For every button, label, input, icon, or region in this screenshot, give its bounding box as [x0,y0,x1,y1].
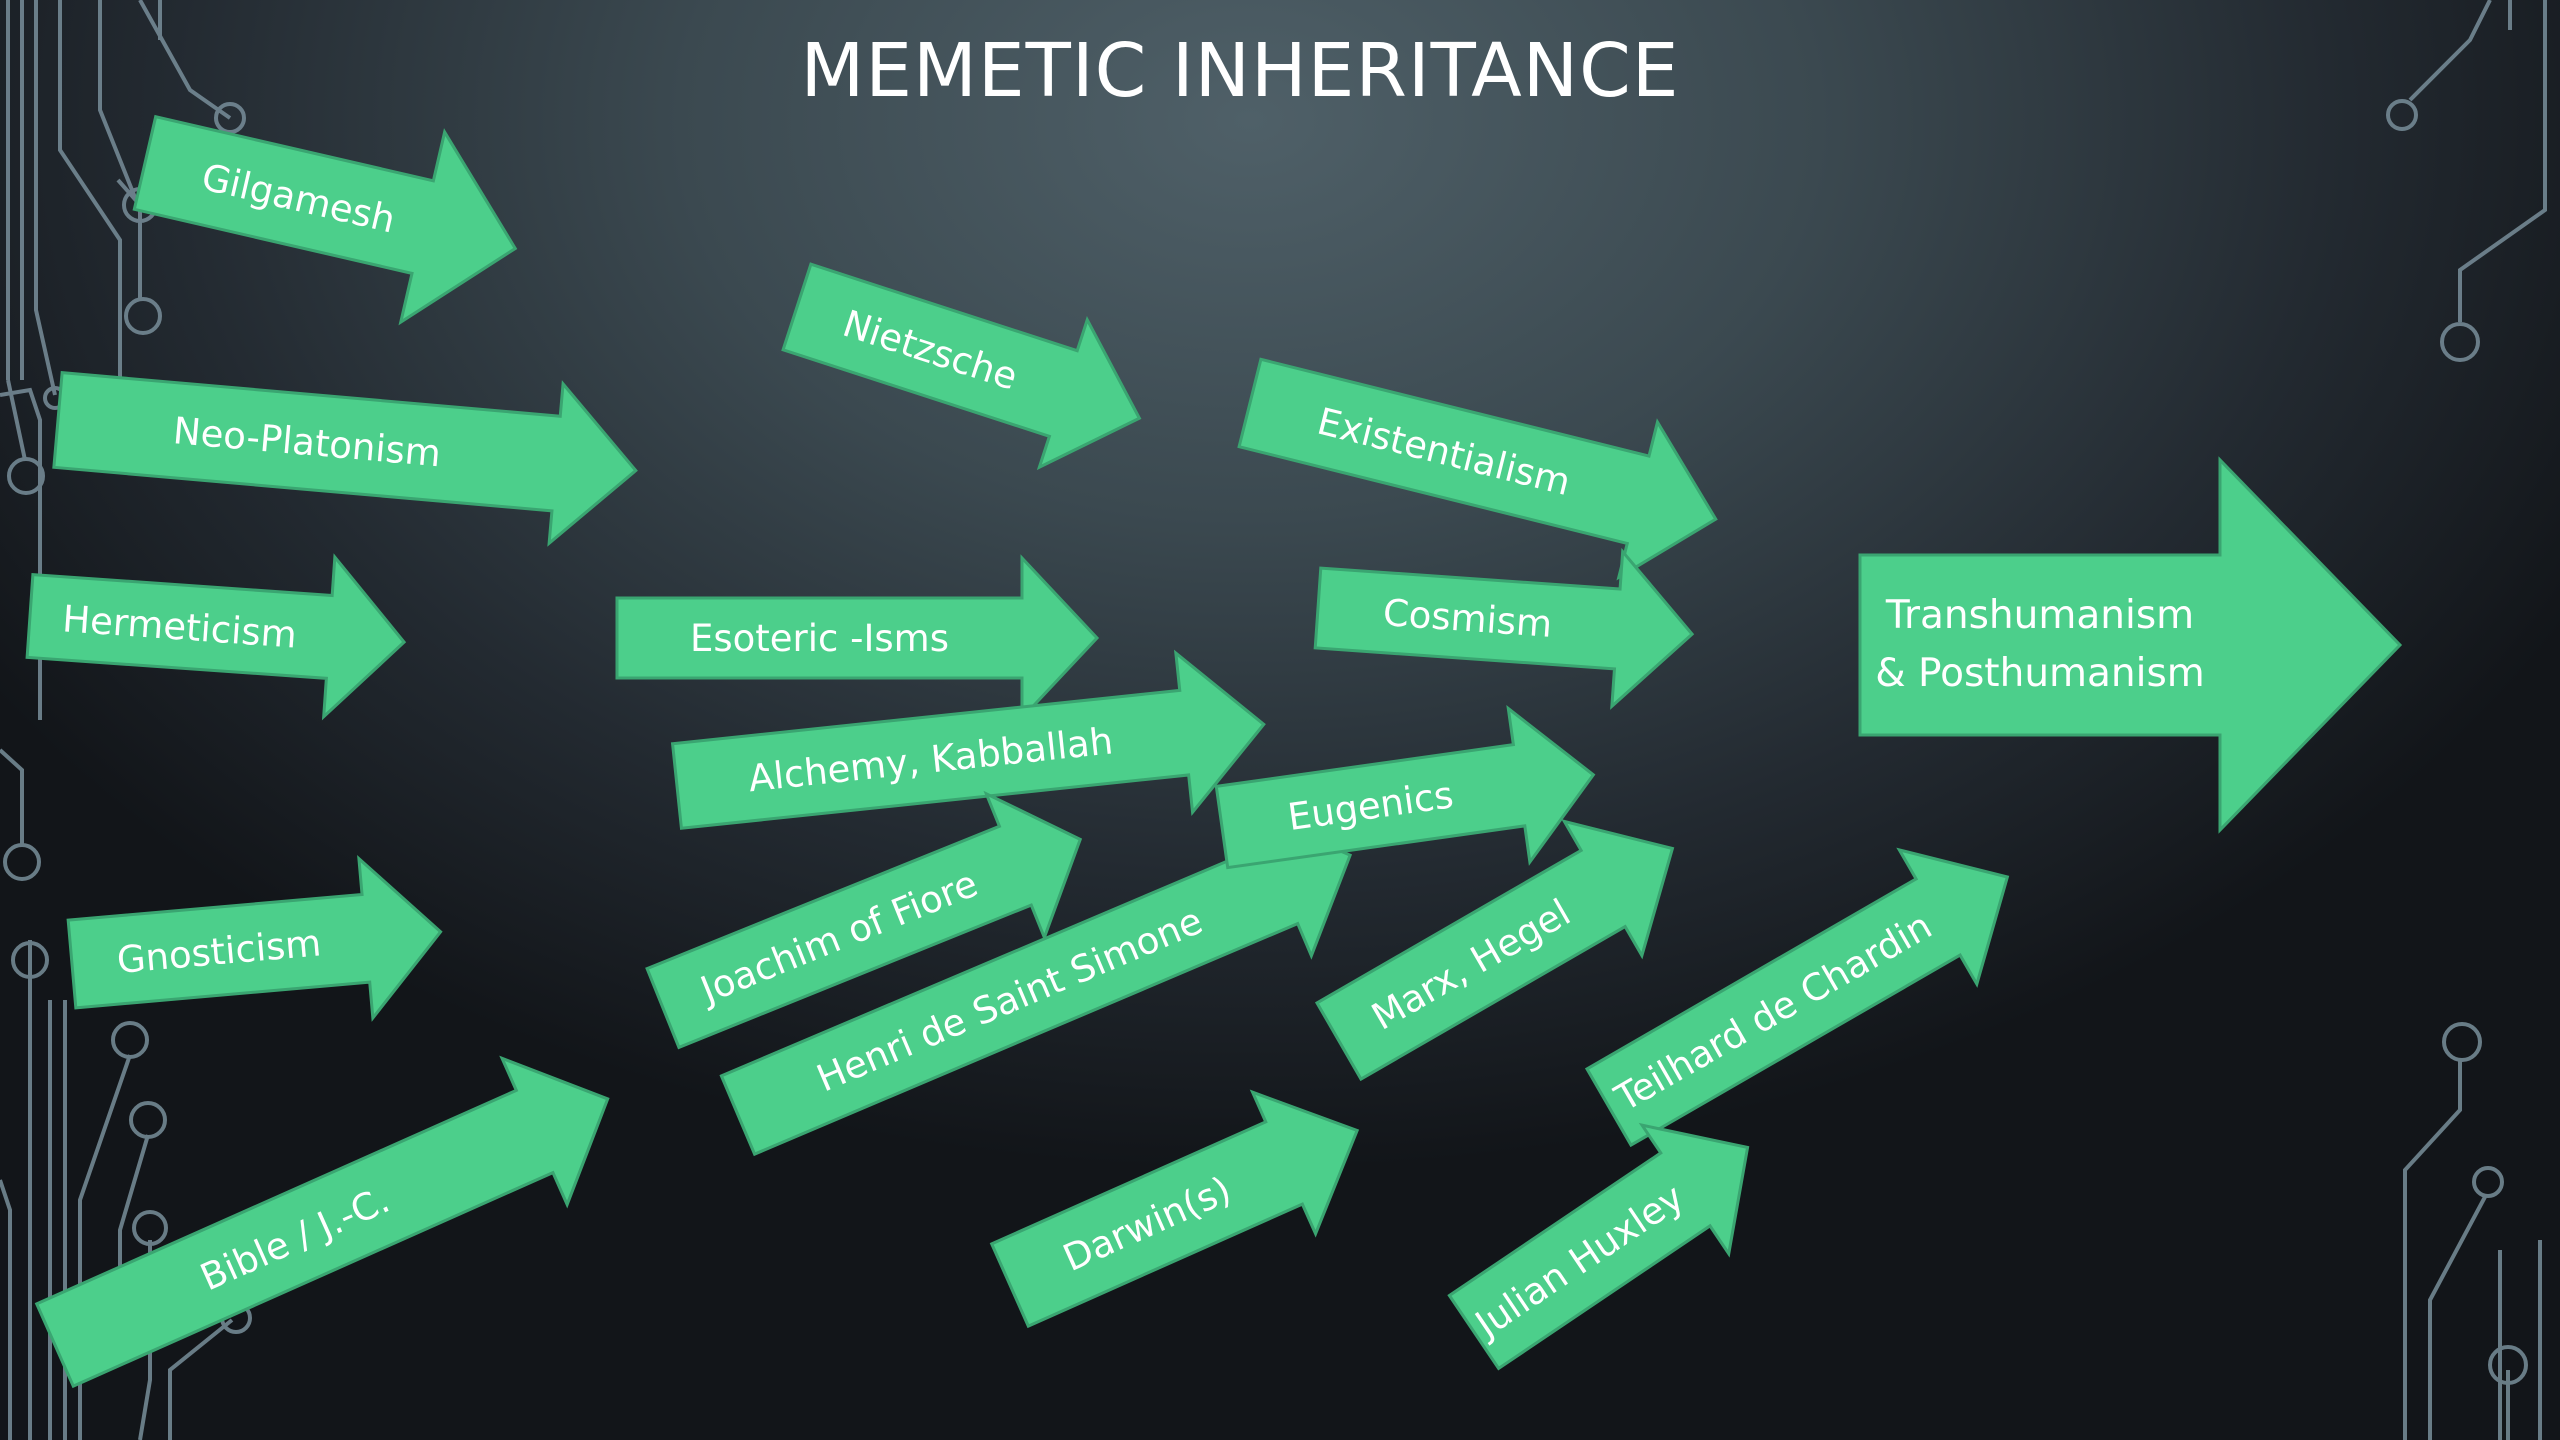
arrow-esoteric-isms: Esoteric -Isms [615,554,1100,722]
arrow-gnosticism: Gnosticism [65,852,448,1044]
arrow-bible: Bible / J.-C. [22,1026,640,1418]
arrow-shape [1313,547,1695,710]
arrow-label-cosmism: Cosmism [1381,591,1554,646]
arrow-marx-hegel: Marx, Hegel [1300,781,1711,1108]
arrow-label-gnosticism: Gnosticism [115,920,323,982]
arrow-shape [989,1089,1360,1329]
arrow-nietzsche: Nietzsche [773,233,1163,492]
arrow-shape [1237,357,1718,581]
arrow-julian-huxley: Julian Huxley [1431,1083,1791,1396]
slide-title: MEMETIC INHERITANCE [800,28,1680,114]
arrow-shape [132,114,518,326]
transhumanism-line-2: & Posthumanism [1875,651,2205,696]
arrow-label-esoteric-isms: Esoteric -Isms [689,616,950,660]
arrow-shape [645,790,1083,1050]
transhumanism-line-1: Transhumanism [1885,593,2195,638]
arrow-shape [52,371,638,547]
arrow-alchemy-kabbalah: Alchemy, Kabballah [669,645,1272,866]
arrow-eugenics: Eugenics [1211,698,1604,904]
arrow-darwins: Darwin(s) [978,1060,1388,1356]
arrow-existentialism: Existentialism [1231,325,1735,596]
arrow-transhumanism: Transhumanism & Posthumanism [1858,456,2403,834]
arrow-label-hermeticism: Hermeticism [61,596,299,657]
arrow-shape [1584,847,2010,1148]
arrow-shape [25,553,407,721]
arrow-shape [1214,705,1596,870]
arrow-shape [615,554,1100,722]
arrow-hermeticism: Hermeticism [24,536,409,722]
arrow-joachim: Joachim of Fiore [634,768,1109,1080]
arrow-shape [1858,456,2403,834]
arrow-shape [1314,819,1675,1082]
arrow-shape [781,262,1142,471]
arrow-gilgamesh: Gilgamesh [123,68,537,343]
arrow-shape [670,649,1266,830]
arrow-shape [34,1055,610,1389]
arrow-shape [66,854,443,1022]
arrow-label-transhumanism: Transhumanism & Posthumanism [1860,460,2220,830]
arrow-teilhard: Teilhard de Chardin [1570,810,2046,1174]
arrow-neo-platonism: Neo-Platonism [51,340,643,550]
arrow-shape [1447,1122,1750,1371]
arrow-cosmism: Cosmism [1313,531,1698,712]
